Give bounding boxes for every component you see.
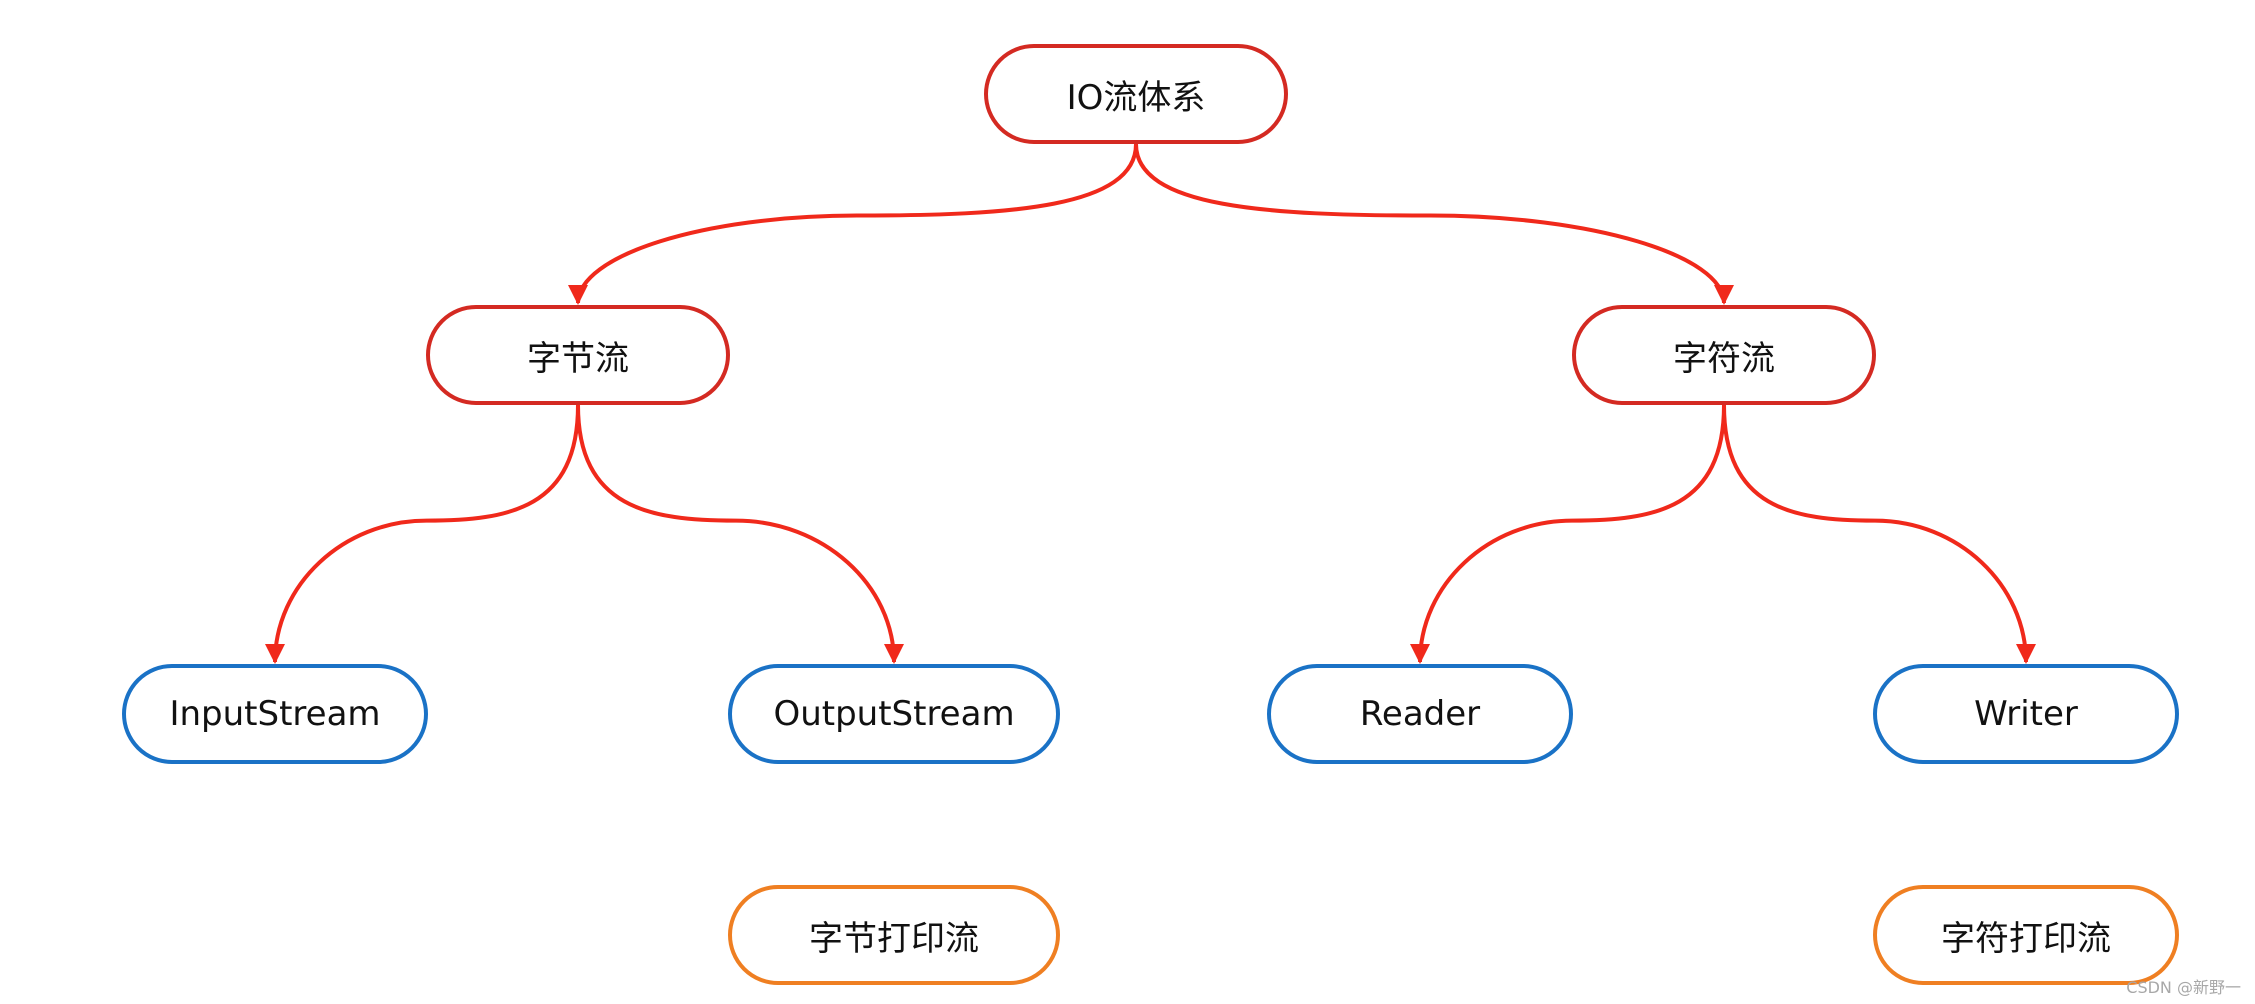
edge-byte_stream-to-output_stream (576, 404, 904, 664)
edge-root-to-char_stream (1134, 143, 1734, 305)
node-io-stream-system: IO流体系 (984, 44, 1288, 144)
node-reader: Reader (1267, 664, 1573, 764)
edge-char_stream-to-reader (1410, 404, 1726, 664)
node-char-print-stream: 字符打印流 (1873, 885, 2179, 985)
node-label: OutputStream (773, 694, 1015, 734)
node-input-stream: InputStream (122, 664, 428, 764)
node-label: 字符流 (1673, 338, 1775, 379)
watermark: CSDN @新野一 (2126, 978, 2241, 997)
node-writer: Writer (1873, 664, 2179, 764)
node-label: InputStream (169, 694, 381, 734)
edge-char_stream-to-writer (1722, 404, 2036, 664)
node-byte-stream: 字节流 (426, 305, 730, 405)
node-byte-print-stream: 字节打印流 (728, 885, 1060, 985)
node-label: 字节流 (527, 338, 629, 379)
edge-byte_stream-to-input_stream (265, 404, 580, 664)
node-label: Reader (1359, 694, 1481, 734)
edge-root-to-byte_stream (568, 143, 1138, 305)
node-label: 字符打印流 (1941, 918, 2111, 959)
node-label: Writer (1974, 694, 2078, 734)
node-char-stream: 字符流 (1572, 305, 1876, 405)
node-label: IO流体系 (1066, 77, 1206, 118)
node-label: 字节打印流 (809, 918, 979, 959)
node-output-stream: OutputStream (728, 664, 1060, 764)
